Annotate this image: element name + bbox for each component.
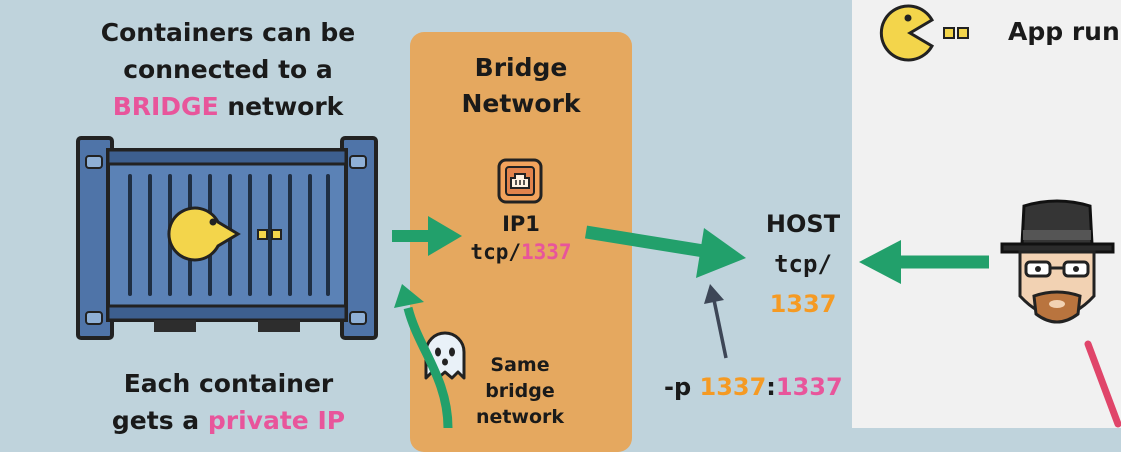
port-mapping-flag: -p 1337:1337: [664, 373, 843, 401]
container-ip: IP1 tcp/1337: [470, 212, 572, 264]
app-runs-label: App runs: [1008, 17, 1121, 46]
container-graphic: [76, 136, 378, 340]
person-avatar-icon: [1000, 199, 1115, 324]
network-port-icon: [497, 158, 543, 204]
port-mapping-arrow: [704, 284, 728, 359]
host-label: HOST tcp/ 1337: [765, 210, 841, 318]
container-to-bridge-arrow: [392, 216, 462, 256]
pacman-icon: [167, 206, 282, 262]
bridge-title: Containers can be connected to a BRIDGE …: [100, 18, 356, 121]
user-to-host-arrow: [859, 240, 989, 284]
container-illustration: [76, 134, 378, 340]
bridge-network-title: Bridge Network: [461, 53, 581, 118]
pacman-icon: [879, 4, 969, 62]
red-line-decoration: [1084, 340, 1121, 428]
same-bridge-note: Same bridge network: [475, 354, 565, 428]
bridge-to-host-arrow: [584, 225, 746, 278]
same-network-curve-arrow: [394, 284, 453, 429]
